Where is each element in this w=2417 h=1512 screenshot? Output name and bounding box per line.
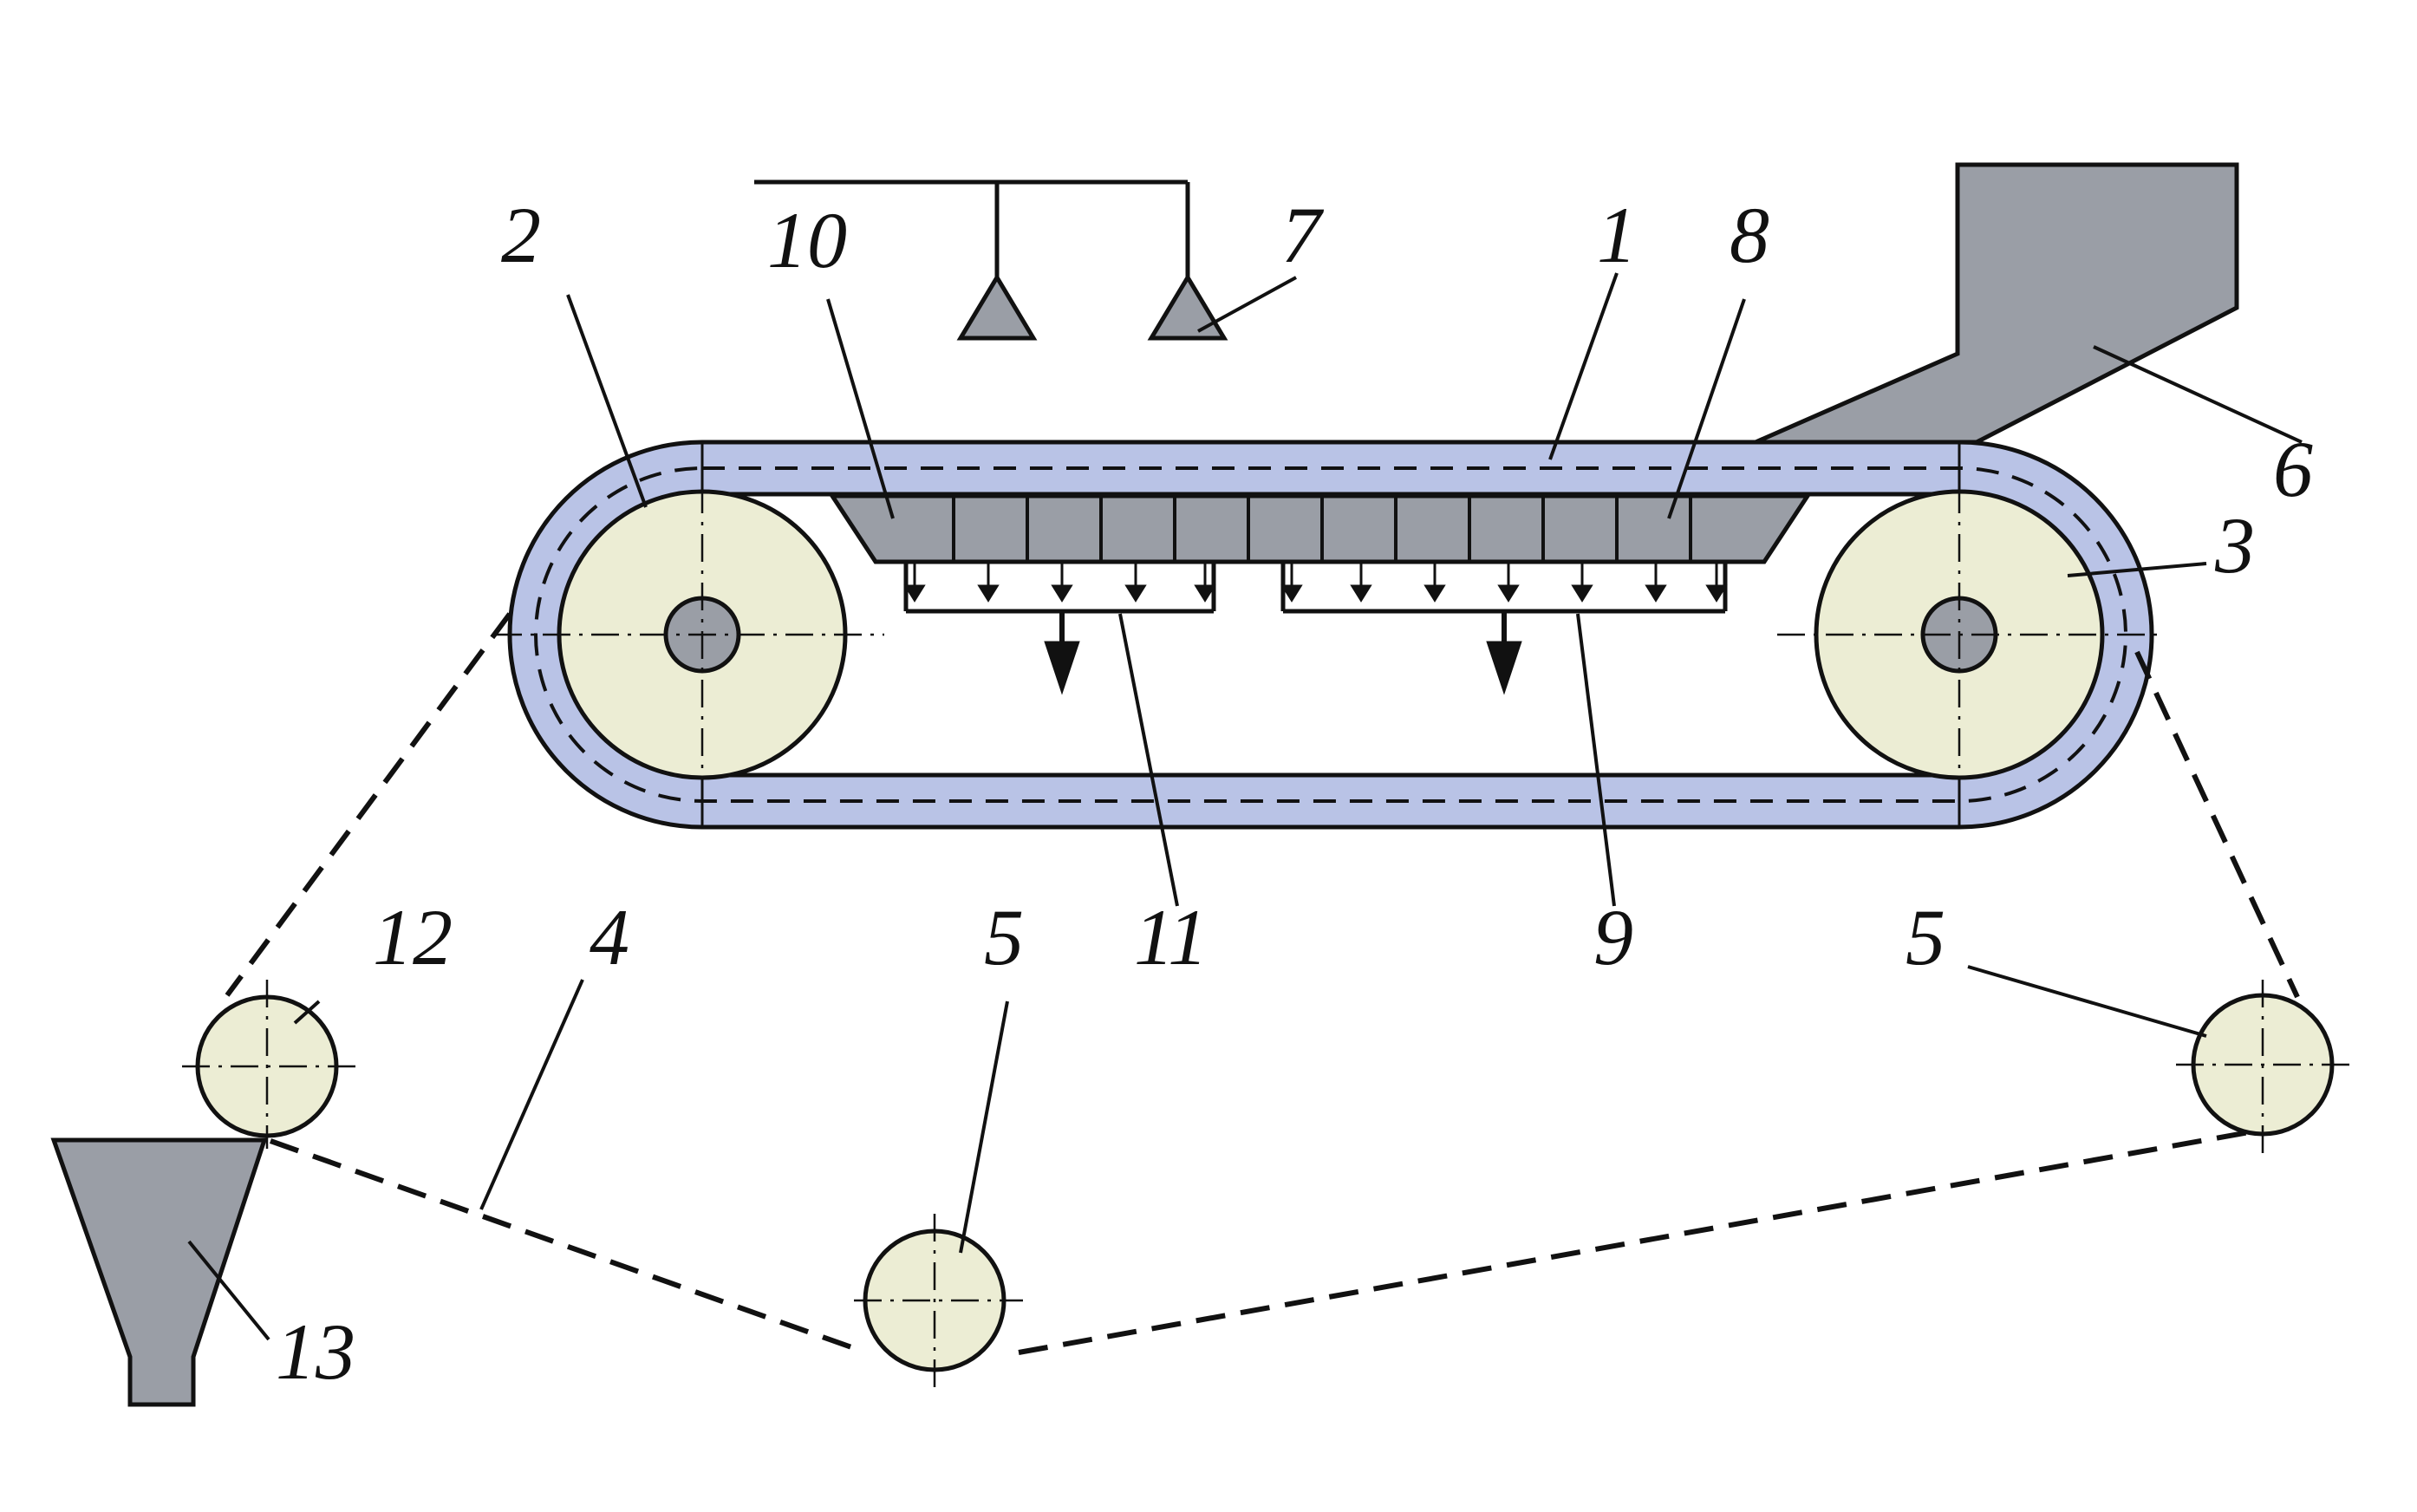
leader-lines [187,272,2303,1341]
label-12: 12 [373,893,453,981]
filtrate-flow-arrows [1044,611,1522,695]
label-8: 8 [1730,191,1769,279]
label-7: 7 [1281,191,1325,279]
label-13: 13 [276,1307,355,1396]
label-10: 10 [767,196,847,284]
feed-hopper [1754,162,2239,445]
idler-roller-bottom [854,1214,1023,1391]
spray-nozzle-left [956,273,1038,341]
vacuum-box-dividers [952,496,1692,562]
nozzle-arrows [903,564,1728,603]
label-1: 1 [1597,191,1637,279]
idler-roller-right [2176,980,2354,1153]
spray-nozzle-right [1147,273,1228,341]
label-5-left: 5 [984,893,1024,981]
label-6: 6 [2273,425,2313,513]
drive-pulley [494,486,884,785]
return-cloth-path [225,612,2300,1355]
discharge-roller [182,980,364,1149]
label-2: 2 [501,191,541,279]
label-9: 9 [1593,893,1633,981]
spray-manifold [754,179,1228,341]
part-labels: 2 10 7 1 8 6 3 11 9 12 4 5 5 13 [276,191,2313,1396]
label-3: 3 [2214,501,2255,590]
discharge-funnel [50,1137,268,1407]
vacuum-chamber [828,493,1812,564]
label-11: 11 [1134,893,1208,981]
label-5-right: 5 [1906,893,1945,981]
tail-pulley [1777,486,2159,785]
label-4: 4 [590,893,629,981]
